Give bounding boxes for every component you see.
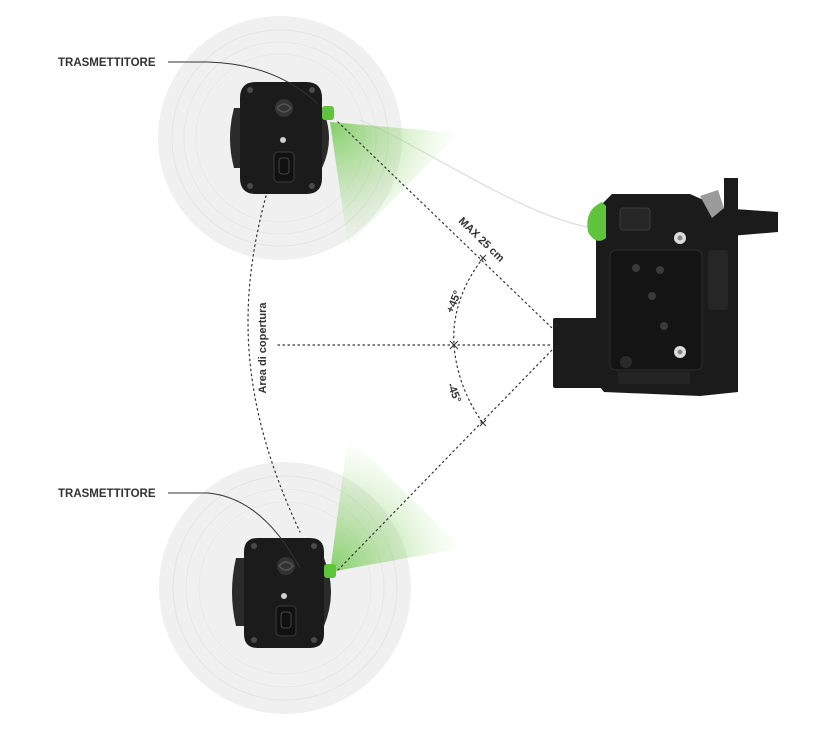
leader-line-top [168, 61, 319, 105]
transmitter-device-icon [230, 82, 334, 194]
lock-mechanism-icon [553, 178, 778, 396]
transmitter-label-top: TRASMETTITORE [58, 57, 156, 69]
coverage-arc [247, 195, 301, 533]
transmitter-device-icon [232, 538, 336, 648]
upper-angle-mark [479, 254, 487, 262]
max-distance-label: MAX 25 cm [456, 215, 507, 265]
angle-arc [453, 257, 484, 424]
coverage-area-label: Area di copertura [257, 302, 269, 394]
leader-line-bottom [168, 492, 301, 569]
angle-minus-label: -45° [444, 381, 463, 404]
range-line-lower [337, 349, 553, 571]
signal-beam-bottom [330, 436, 462, 572]
lower-angle-mark [479, 419, 487, 427]
angle-plus-label: +45° [444, 289, 464, 315]
transmitter-label-bottom: TRASMETTITORE [58, 488, 156, 500]
range-line-upper [337, 121, 553, 329]
center-cross-mark [449, 340, 459, 350]
signal-beam-top [330, 122, 458, 246]
